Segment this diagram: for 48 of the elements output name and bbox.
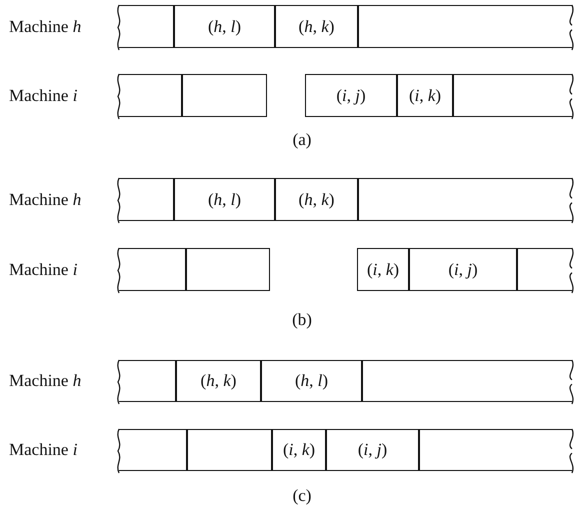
schedule-slot — [119, 5, 174, 48]
operation-block — [176, 360, 261, 402]
job-label: (h, k) — [298, 16, 334, 36]
job-label: (h, l) — [294, 371, 328, 391]
machine-label: Machine i — [9, 260, 78, 280]
job-label: (i, j) — [448, 260, 478, 280]
schedule-slot — [187, 429, 272, 471]
job-label: (h, k) — [200, 371, 236, 391]
operation-block — [409, 248, 517, 291]
schedule-slot — [358, 178, 572, 221]
job-label: (i, k) — [366, 260, 400, 280]
schedule-slot — [453, 74, 572, 117]
job-label: (i, j) — [358, 440, 388, 460]
panel-label: (a) — [292, 130, 312, 150]
schedule-slot — [119, 360, 176, 402]
machine-label: Machine h — [9, 190, 82, 210]
job-label: (h, k) — [298, 190, 334, 210]
operation-block — [275, 5, 358, 48]
operation-block — [357, 248, 409, 291]
machine-label: Machine i — [9, 440, 78, 460]
schedule-slot — [119, 429, 187, 471]
schedule-slot — [362, 360, 572, 402]
machine-label: Machine i — [9, 86, 78, 106]
schedule-slot — [119, 74, 182, 117]
panel-label: (b) — [292, 310, 312, 330]
schedule-slot — [358, 5, 572, 48]
operation-block — [174, 178, 275, 221]
operation-block — [272, 429, 326, 471]
job-label: (i, j) — [336, 86, 366, 106]
schedule-slot — [119, 248, 186, 291]
operation-block — [174, 5, 275, 48]
operation-block — [326, 429, 419, 471]
job-label: (i, k) — [282, 440, 316, 460]
job-label: (h, l) — [208, 190, 242, 210]
schedule-slot — [517, 248, 572, 291]
job-label: (i, k) — [408, 86, 442, 106]
schedule-slot — [119, 178, 174, 221]
panel-label: (c) — [292, 486, 312, 506]
machine-label: Machine h — [9, 371, 82, 391]
schedule-slot — [419, 429, 572, 471]
operation-block — [305, 74, 397, 117]
operation-block — [397, 74, 453, 117]
schedule-slot — [182, 74, 267, 117]
schedule-slot — [186, 248, 270, 291]
operation-block — [261, 360, 362, 402]
job-label: (h, l) — [208, 16, 242, 36]
operation-block — [275, 178, 358, 221]
machine-label: Machine h — [9, 16, 82, 36]
